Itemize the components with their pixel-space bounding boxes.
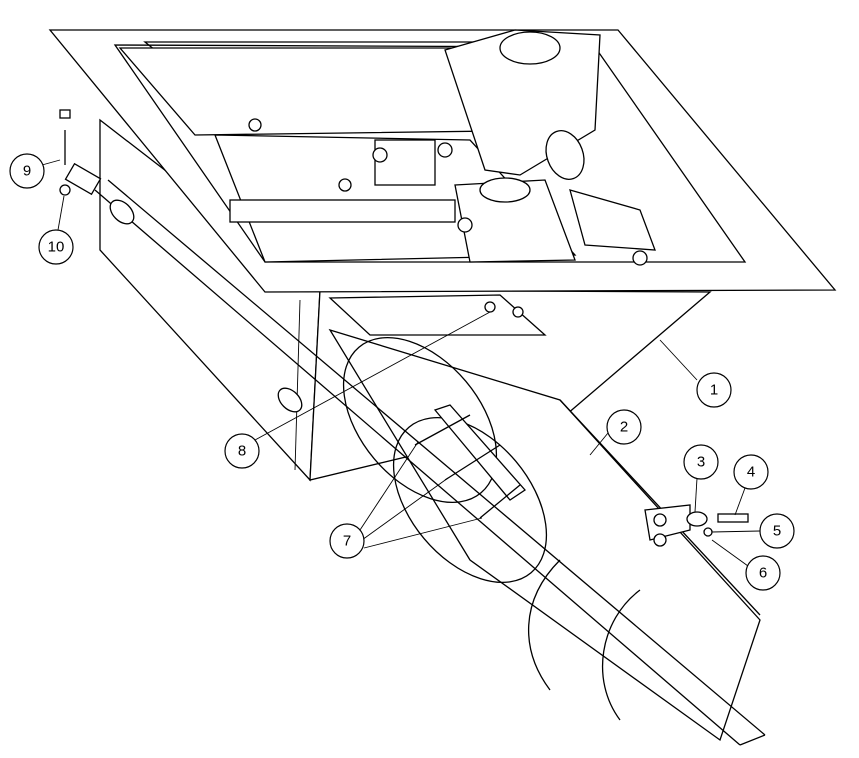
callout-label: 2 (620, 419, 628, 436)
callout-label: 10 (48, 239, 65, 256)
callout-label: 7 (343, 533, 351, 550)
callout-label: 6 (759, 565, 767, 582)
callout-label: 8 (238, 443, 246, 460)
callout-1: 1 (696, 372, 732, 408)
callout-6: 6 (745, 555, 781, 591)
clamp-parts (59, 109, 749, 547)
leader-lines (41, 159, 761, 567)
callout-7: 7 (329, 523, 365, 559)
callout-4: 4 (733, 454, 769, 490)
callout-9: 9 (9, 153, 45, 189)
callout-10: 10 (38, 229, 74, 265)
callout-label: 4 (747, 464, 755, 481)
support-rod (64, 162, 766, 746)
callout-2: 2 (606, 409, 642, 445)
callout-3: 3 (683, 444, 719, 480)
callout-label: 5 (773, 523, 781, 540)
callout-8: 8 (224, 433, 260, 469)
callout-5: 5 (759, 513, 795, 549)
callout-label: 9 (23, 163, 31, 180)
callout-label: 1 (710, 382, 718, 399)
callout-label: 3 (697, 454, 705, 471)
flange-bolts (414, 404, 526, 519)
inner-mechanism (118, 29, 656, 266)
